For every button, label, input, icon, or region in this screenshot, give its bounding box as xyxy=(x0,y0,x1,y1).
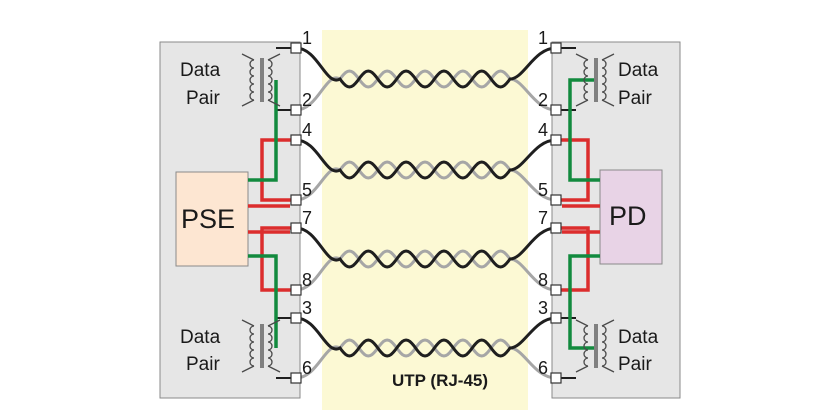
pair-4-wire-dark xyxy=(295,316,557,358)
right-terminal-2 xyxy=(550,104,562,116)
pd-box xyxy=(599,169,663,265)
left-terminal-6 xyxy=(290,284,302,296)
right-terminal-6 xyxy=(550,284,562,296)
left-pin-label-3: 3 xyxy=(302,298,312,318)
transformers xyxy=(241,53,615,373)
right-pin-label-3: 3 xyxy=(538,298,548,318)
twisted-pairs xyxy=(295,46,557,380)
left-top-transformer-coil-a xyxy=(249,59,255,101)
right-pin-label-7: 7 xyxy=(538,208,548,228)
pair-1-wire-light xyxy=(295,69,557,112)
left-bottom-transformer-leads xyxy=(241,319,281,373)
right-top-transformer-coil-a xyxy=(583,59,589,101)
right-terminal-7 xyxy=(550,312,562,324)
right-bottom-transformer-coil-b xyxy=(601,325,607,367)
left-data-pair-top-line1: Data xyxy=(180,60,221,81)
pair-3-wire-dark xyxy=(295,226,557,269)
right-data-pair-bottom-line1: Data xyxy=(618,327,659,348)
right-data-pair-bottom-line2: Pair xyxy=(618,354,652,375)
left-pin-label-1: 1 xyxy=(302,28,312,48)
left-pin-label-4: 4 xyxy=(302,120,312,140)
pair-2-wire-light xyxy=(295,160,557,202)
right-top-transformer-leads xyxy=(575,53,615,107)
pd-power-negative xyxy=(568,78,600,350)
right-pin-label-2: 2 xyxy=(538,90,548,110)
right-pin-label-8: 8 xyxy=(538,270,548,290)
right-terminal-4 xyxy=(550,194,562,206)
left-top-transformer-leads xyxy=(241,53,281,107)
right-bottom-transformer-coil-a xyxy=(583,325,589,367)
pse-label: PSE xyxy=(181,204,235,234)
left-pin-label-2: 2 xyxy=(302,90,312,110)
right-pin-label-4: 4 xyxy=(538,120,548,140)
right-terminal-5 xyxy=(550,222,562,234)
left-data-pair-bottom-line2: Pair xyxy=(186,354,220,375)
left-terminal-1 xyxy=(290,42,302,54)
left-data-pair-bottom-line1: Data xyxy=(180,327,221,348)
pse-box xyxy=(175,171,249,267)
pse-power-positive xyxy=(248,138,296,292)
right-data-pair-top-line2: Pair xyxy=(618,88,652,109)
left-terminal-3 xyxy=(290,134,302,146)
left-terminal-8 xyxy=(290,372,302,384)
left-pin-label-6: 6 xyxy=(302,358,312,378)
right-pin-label-1: 1 xyxy=(538,28,548,48)
left-bottom-transformer-coil-b xyxy=(267,325,273,367)
pse-power-negative xyxy=(248,80,278,348)
left-terminal-5 xyxy=(290,222,302,234)
right-terminal-1 xyxy=(550,42,562,54)
right-terminal-3 xyxy=(550,134,562,146)
pair-4-wire-light xyxy=(295,338,557,380)
right-pin-label-6: 6 xyxy=(538,358,548,378)
left-terminal-4 xyxy=(290,194,302,206)
right-data-pair-top-line1: Data xyxy=(618,60,659,81)
left-pin-label-5: 5 xyxy=(302,180,312,200)
pd-power-positive xyxy=(556,138,600,292)
left-data-pair-top-line2: Pair xyxy=(186,88,220,109)
left-pin-label-8: 8 xyxy=(302,270,312,290)
cable-label: UTP (RJ-45) xyxy=(392,371,488,390)
pd-label: PD xyxy=(609,201,647,231)
right-top-transformer-coil-b xyxy=(601,59,607,101)
left-bottom-transformer-coil-a xyxy=(249,325,255,367)
pair-3-wire-light xyxy=(295,249,557,292)
pin-labels: 1 2 4 5 7 8 3 6 1 2 4 5 7 8 3 6 xyxy=(302,28,548,378)
pin-terminals xyxy=(290,42,562,384)
left-terminal-7 xyxy=(290,312,302,324)
pair-2-wire-dark xyxy=(295,138,557,180)
right-pin-label-5: 5 xyxy=(538,180,548,200)
right-bottom-transformer-leads xyxy=(575,319,615,373)
right-terminal-8 xyxy=(550,372,562,384)
left-terminal-2 xyxy=(290,104,302,116)
pair-1-wire-dark xyxy=(295,46,557,89)
left-pin-label-7: 7 xyxy=(302,208,312,228)
left-top-transformer-coil-b xyxy=(267,59,273,101)
